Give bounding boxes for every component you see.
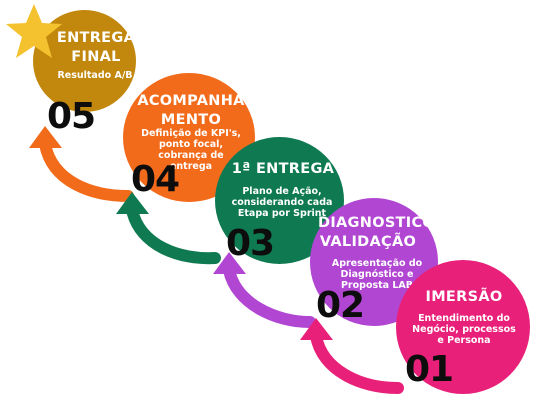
step-01-title: IMERSÃO xyxy=(425,289,503,305)
curved-arrow-02 xyxy=(310,330,404,394)
arrowhead-05 xyxy=(29,126,62,148)
step-05-number: 05 xyxy=(47,96,96,137)
step-04-description: Definição de KPI's, ponto focal, cobranç… xyxy=(141,128,241,172)
step-02-number: 02 xyxy=(316,285,365,326)
step-04-number: 04 xyxy=(131,159,180,200)
step-03-title: 1ª ENTREGA xyxy=(231,161,335,177)
step-02-description: Apresentação do Diagnóstico e Proposta L… xyxy=(331,258,423,291)
star-icon xyxy=(6,4,62,58)
arrowhead-02 xyxy=(300,318,333,340)
step-03-description: Plano de Ação, considerando cada Etapa p… xyxy=(231,186,333,219)
arrowhead-03 xyxy=(213,252,246,274)
step-05-title: ENTREGA FINAL xyxy=(56,30,136,65)
curved-arrow-04 xyxy=(126,204,221,265)
step-03-number: 03 xyxy=(226,223,275,264)
curved-arrow-03 xyxy=(223,264,316,328)
step-04-title: ACOMPANHA MENTO xyxy=(137,93,245,128)
step-01-description: Entendimento do Negócio, processos e Per… xyxy=(412,313,516,346)
step-05-description: Resultado A/B xyxy=(57,70,133,81)
step-01-circle xyxy=(396,260,530,394)
step-01-number: 01 xyxy=(405,349,454,390)
step-02-title: DIAGNOSTICO VALIDAÇÃO xyxy=(318,215,436,250)
curved-arrow-05 xyxy=(39,138,134,202)
arrowhead-04 xyxy=(116,192,149,214)
